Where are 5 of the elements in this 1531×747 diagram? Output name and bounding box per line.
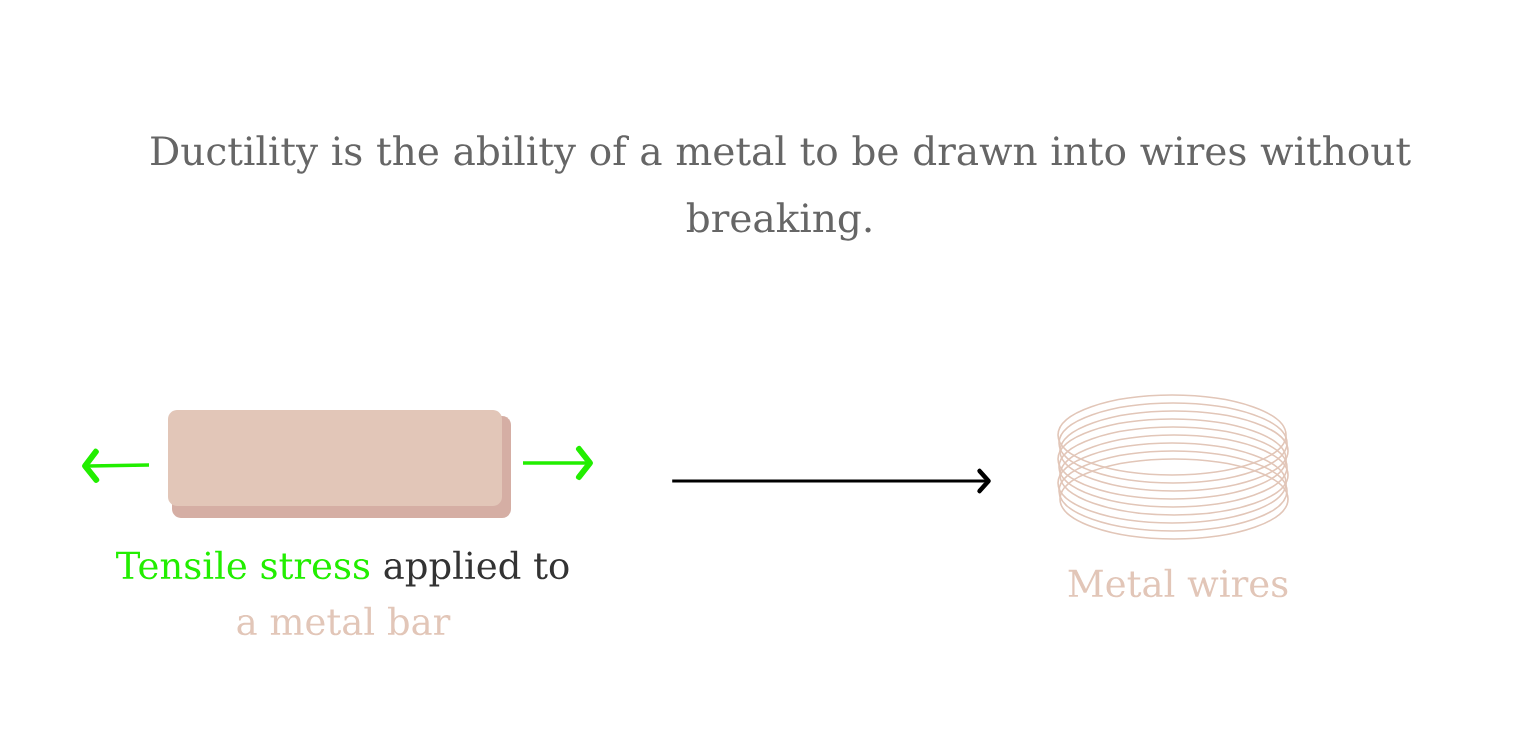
arrow: [672, 468, 991, 494]
title: Ductility is the ability of a metal to be drawn into wires without breaking.: [151, 135, 1411, 241]
node-label: Metal wires: [1068, 568, 1288, 598]
node-label: Tensile stress applied to a metal bar: [116, 550, 569, 636]
wire-coil: [1057, 394, 1289, 540]
